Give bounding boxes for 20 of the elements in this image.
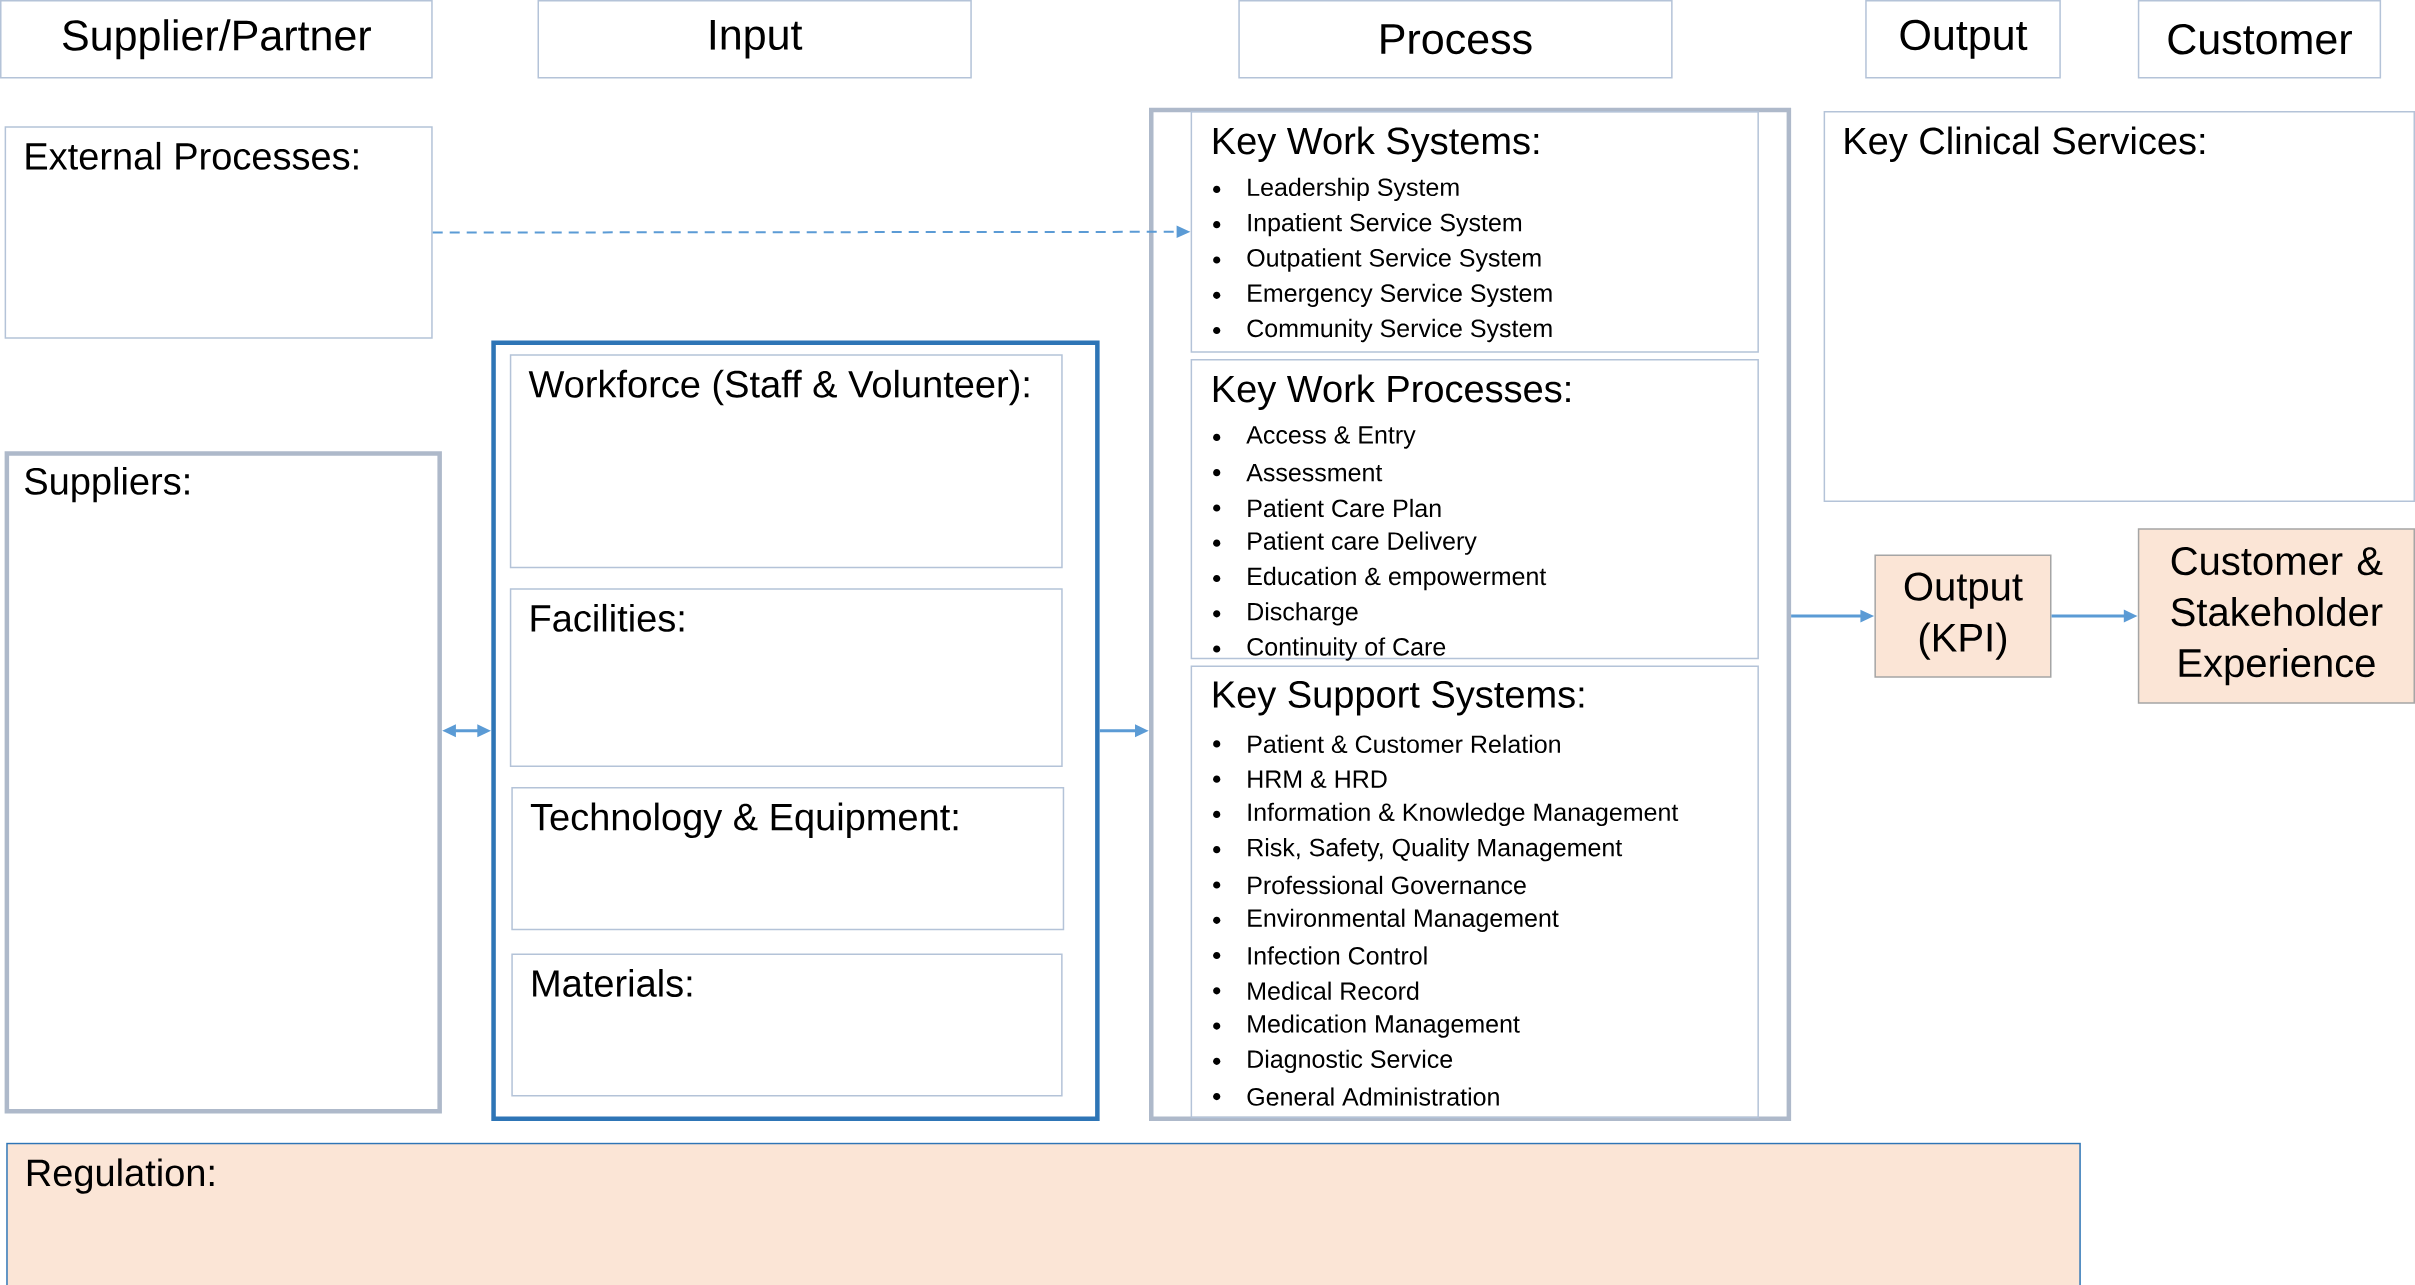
- header-box: Output: [1865, 0, 2061, 79]
- regulation-band: Regulation:: [6, 1142, 2081, 1285]
- header-box: Supplier/Partner: [0, 0, 433, 79]
- section-box: Workforce (Staff & Volunteer):: [509, 354, 1063, 569]
- section-box: Technology & Equipment:: [511, 787, 1065, 931]
- section-box: Facilities:: [509, 588, 1063, 767]
- list-box: Key Support Systems: Patient & Customer Relation HRM & HRD Information & Knowledge Management Risk, Safety, Quality Management Professional Governance Environmental Management Infection Control Medical Record Medication Management Diagnostic Service General Administration: [1190, 665, 1759, 1119]
- group-box: [491, 340, 1100, 1122]
- outcome-box: Customer & Stakeholder Experience: [2137, 528, 2415, 704]
- output-box: Output (KPI): [1874, 554, 2052, 678]
- group-box: [1149, 107, 1792, 1122]
- header-box: Customer: [2137, 0, 2382, 79]
- header-box: Input: [537, 0, 972, 79]
- list-box: Key Work Systems: Leadership System Inpatient Service System Outpatient Service System Emergency Service System Community Service System: [1190, 110, 1759, 353]
- section-box: Key Clinical Services:: [1823, 110, 2415, 503]
- section-box: Suppliers:: [4, 451, 442, 1114]
- section-box: External Processes:: [4, 126, 433, 339]
- section-box: Materials:: [511, 953, 1063, 1097]
- list-box: Key Work Processes: Access & Entry Assessment Patient Care Plan Patient care Delivery Education & empowerment Discharge Continuity of Care: [1190, 358, 1759, 661]
- header-box: Process: [1238, 0, 1673, 79]
